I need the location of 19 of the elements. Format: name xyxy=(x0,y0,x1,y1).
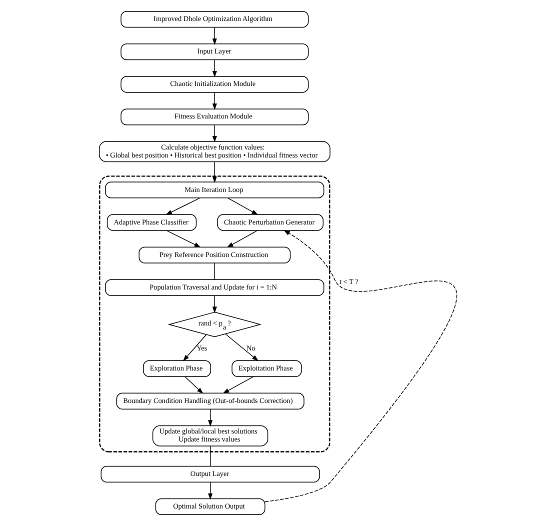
arrow xyxy=(212,124,216,142)
arrow xyxy=(212,27,216,45)
arrow xyxy=(264,230,456,502)
arrow xyxy=(184,376,203,394)
arrow xyxy=(212,295,216,314)
arrow xyxy=(208,482,212,500)
arrow xyxy=(208,408,212,427)
arrow xyxy=(227,198,258,215)
arrow xyxy=(166,230,200,248)
arrow xyxy=(222,376,254,394)
arrow xyxy=(212,161,216,183)
arrow xyxy=(224,334,258,362)
arrow xyxy=(226,230,258,248)
connector xyxy=(214,262,215,280)
arrow xyxy=(212,60,216,78)
arrow xyxy=(212,92,216,110)
arrow xyxy=(182,334,206,362)
arrow xyxy=(165,198,200,215)
connector xyxy=(209,446,210,466)
